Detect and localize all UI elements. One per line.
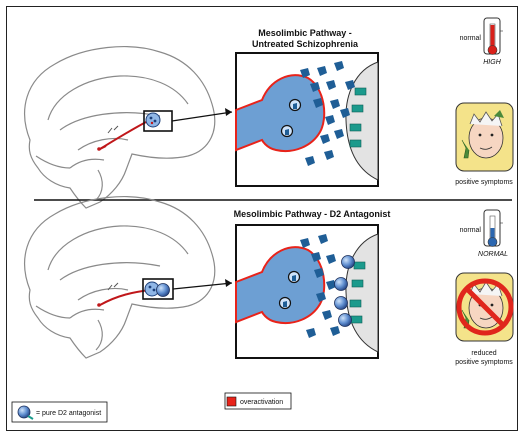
presynaptic-neuron-bottom — [235, 246, 326, 324]
legend-overactivation: overactivation — [224, 392, 292, 410]
brain-diagram-bottom — [24, 196, 216, 359]
face-caption-top: positive symptoms — [455, 179, 513, 186]
face-card-top — [455, 102, 514, 172]
brain-diagram-top — [24, 46, 216, 209]
title-bottom: Mesolimbic Pathway - D2 Antagonist — [234, 209, 391, 219]
vesicle-bottom — [278, 270, 301, 310]
thermo-level-top: HIGH — [483, 59, 501, 66]
thermometer-high — [483, 17, 503, 55]
d2-receptors-bottom — [349, 261, 366, 324]
vesicle-top — [280, 98, 302, 138]
overactivation-label: overactivation — [240, 399, 283, 406]
thermo-level-bottom: NORMAL — [478, 251, 508, 258]
antagonist-label: = pure D2 antagonist — [36, 410, 101, 417]
thermometer-normal — [483, 209, 503, 247]
legend-antagonist: = pure D2 antagonist — [11, 401, 108, 423]
overactivation-swatch — [226, 396, 237, 407]
figure-frame — [6, 6, 518, 431]
d2-receptors-top — [349, 87, 367, 148]
face-caption-bottom-line1: reduced — [471, 350, 496, 357]
prohibit-icon — [456, 278, 514, 336]
accumbens-target-top — [145, 112, 161, 128]
top-panel: Mesolimbic Pathway - Untreated Schizophr… — [24, 17, 514, 209]
presynaptic-neuron-top — [235, 74, 326, 152]
thermo-label-top: normal — [460, 35, 482, 42]
face-caption-bottom-line2: positive symptoms — [455, 359, 513, 366]
bottom-panel: Mesolimbic Pathway - D2 Antagonist — [24, 196, 514, 366]
thermo-label-bottom: normal — [460, 227, 482, 234]
title-top-line1: Mesolimbic Pathway - — [258, 28, 352, 38]
antagonist-icon — [17, 405, 31, 419]
postsynaptic-neuron-top — [345, 61, 379, 181]
title-top-line2: Untreated Schizophrenia — [252, 39, 359, 49]
